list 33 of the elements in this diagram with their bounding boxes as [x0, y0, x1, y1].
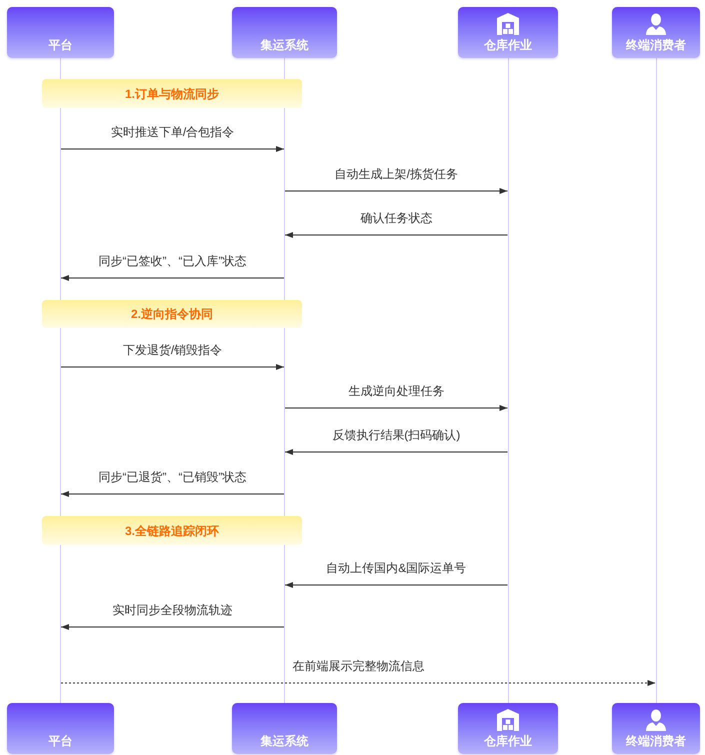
participant-label: 终端消费者 [626, 733, 686, 749]
message-arrow [284, 405, 508, 411]
section-title: 2.逆向指令协同 [130, 306, 213, 322]
message-arrow [60, 491, 284, 497]
participant-box [612, 7, 700, 58]
participant-label: 平台 [48, 733, 72, 749]
section-banner [42, 516, 302, 545]
participant-label: 平台 [48, 37, 72, 53]
participant-label: 集运系统 [260, 733, 308, 749]
message-arrow [60, 364, 284, 370]
participant-label: 终端消费者 [626, 37, 686, 53]
message-arrow [284, 449, 508, 455]
message-arrow [60, 624, 284, 630]
participant-box [7, 7, 114, 58]
message-arrow [284, 232, 508, 238]
participant-label: 仓库作业 [484, 37, 532, 53]
participant-box [232, 703, 337, 754]
participant-box [612, 703, 700, 754]
message-arrow [284, 188, 508, 194]
section-banner [42, 79, 302, 108]
message-arrow [284, 582, 508, 588]
section-title: 3.全链路追踪闭环 [124, 522, 219, 538]
participant-box [7, 703, 114, 754]
section-title: 1.订单与物流同步 [124, 86, 219, 102]
participant-box [458, 7, 558, 58]
participant-box [232, 7, 337, 58]
participant-box [458, 703, 558, 754]
dotted-arrow [60, 680, 656, 686]
message-arrow [60, 275, 284, 281]
participant-label: 仓库作业 [484, 733, 532, 749]
section-banner [42, 300, 302, 328]
participant-label: 集运系统 [260, 37, 308, 53]
message-arrow [60, 146, 284, 152]
